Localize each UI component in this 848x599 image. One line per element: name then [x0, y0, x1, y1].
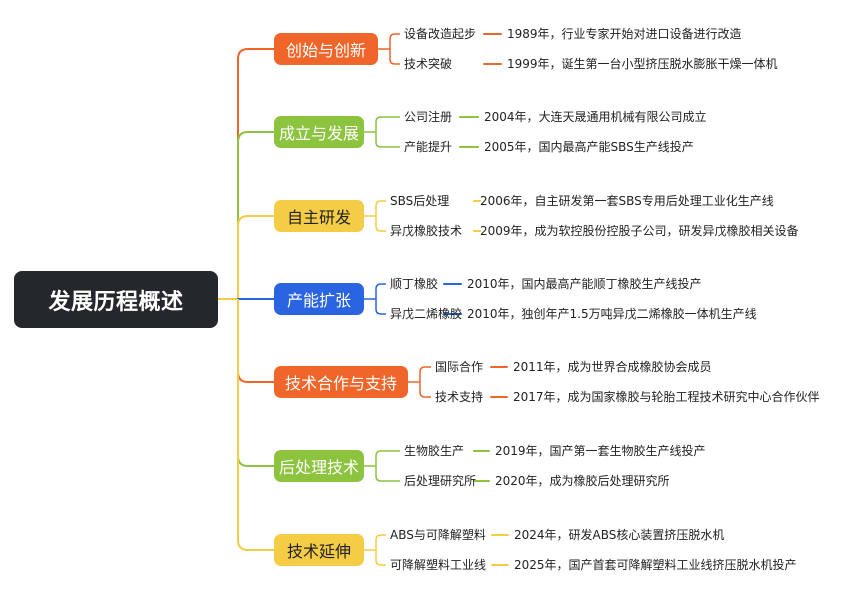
connector-curve: [419, 382, 431, 398]
connector-curve: [237, 131, 274, 299]
connector-curve: [237, 299, 274, 551]
connector-curve: [375, 299, 386, 315]
detail-node[interactable]: 2025年，国产首套可降解塑料工业线挤压脱水机投产: [514, 558, 797, 572]
detail-node[interactable]: 2011年，成为世界合成橡胶协会成员: [513, 360, 712, 374]
topic-node[interactable]: 产能提升: [404, 140, 453, 154]
connector-curve: [389, 33, 400, 49]
detail-node[interactable]: 2004年，大连天晟通用机械有限公司成立: [484, 110, 707, 124]
branch-node[interactable]: 自主研发: [274, 200, 364, 232]
branch-node[interactable]: 技术延伸: [274, 534, 364, 566]
detail-node[interactable]: 1989年，行业专家开始对进口设备进行改造: [507, 27, 742, 41]
connector-curve: [237, 215, 274, 299]
connector-curve: [375, 283, 386, 299]
connector-curve: [375, 534, 386, 550]
detail-node[interactable]: 2024年，研发ABS核心装置挤压脱水机: [514, 528, 725, 542]
topic-node[interactable]: 可降解塑料工业线: [390, 558, 487, 572]
topic-node[interactable]: 生物胶生产: [404, 444, 465, 458]
detail-node[interactable]: 2010年，独创年产1.5万吨异戊二烯橡胶一体机生产线: [467, 307, 757, 321]
topic-node[interactable]: 国际合作: [435, 360, 484, 374]
connector-curve: [375, 132, 400, 148]
connector-curve: [375, 216, 386, 232]
branch-node[interactable]: 后处理技术: [274, 450, 364, 482]
connector-curve: [375, 550, 386, 566]
branch-node[interactable]: 产能扩张: [274, 283, 364, 315]
topic-node[interactable]: 顺丁橡胶: [390, 277, 439, 291]
branch-node[interactable]: 创始与创新: [274, 33, 378, 65]
topic-node[interactable]: 设备改造起步: [404, 27, 477, 41]
detail-node[interactable]: 2005年，国内最高产能SBS生产线投产: [484, 140, 694, 154]
connector-curve: [375, 200, 386, 216]
topic-node[interactable]: 后处理研究所: [404, 474, 477, 488]
topic-node[interactable]: 公司注册: [404, 110, 453, 124]
branch-node[interactable]: 技术合作与支持: [274, 366, 408, 398]
topic-node[interactable]: ABS与可降解塑料: [390, 528, 486, 542]
topic-node[interactable]: 异戊二烯橡胶: [390, 307, 463, 321]
topic-node[interactable]: 技术支持: [435, 390, 484, 404]
connector-curve: [237, 48, 274, 299]
connector-curve: [375, 466, 400, 482]
detail-node[interactable]: 2006年，自主研发第一套SBS专用后处理工业化生产线: [480, 194, 774, 208]
detail-node[interactable]: 2020年，成为橡胶后处理研究所: [495, 474, 670, 488]
topic-node[interactable]: 异戊橡胶技术: [390, 224, 463, 238]
detail-node[interactable]: 2010年，国内最高产能顺丁橡胶生产线投产: [467, 277, 702, 291]
topic-node[interactable]: 技术突破: [404, 57, 453, 71]
detail-node[interactable]: 1999年，诞生第一台小型挤压脱水膨胀干燥一体机: [507, 57, 778, 71]
connector-curve: [375, 450, 400, 466]
connector-curve: [389, 49, 400, 65]
connector-curve: [237, 299, 274, 383]
detail-node[interactable]: 2019年，国产第一套生物胶生产线投产: [495, 444, 706, 458]
detail-node[interactable]: 2009年，成为软控股份控股子公司，研发异戊橡胶相关设备: [480, 224, 799, 238]
detail-node[interactable]: 2017年，成为国家橡胶与轮胎工程技术研究中心合作伙伴: [513, 390, 820, 404]
topic-node[interactable]: SBS后处理: [390, 194, 450, 208]
connector-curve: [419, 366, 431, 382]
branch-node[interactable]: 成立与发展: [274, 116, 364, 148]
connector-curve: [375, 116, 400, 132]
root-node[interactable]: 发展历程概述: [14, 271, 218, 328]
